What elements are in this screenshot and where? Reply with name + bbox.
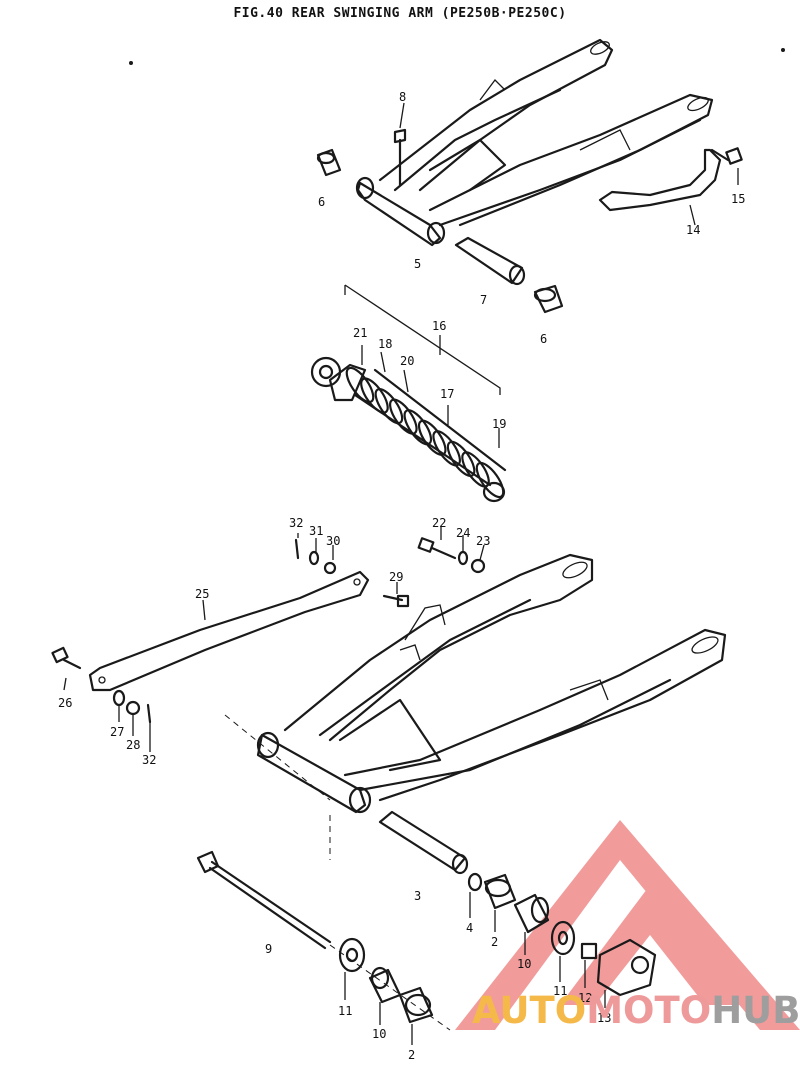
cap-13 [596, 938, 657, 997]
bushing-6-lower [533, 284, 564, 314]
watermark-logo [455, 820, 800, 1030]
watermark-text: AUTOMOTOHUB [472, 989, 800, 1032]
bolt-15 [710, 147, 743, 165]
label-8: 8 [399, 90, 406, 104]
bracket-14 [598, 148, 722, 212]
bushing-10-lower [368, 966, 402, 1004]
label-16: 16 [432, 319, 446, 333]
spring-coil [374, 387, 404, 425]
cotter-pin-32-lower [146, 703, 152, 724]
torque-rod-25 [88, 570, 370, 692]
label-7: 7 [480, 293, 487, 307]
label-18: 18 [378, 337, 392, 351]
upper-swing-arm [355, 38, 714, 247]
label-27: 27 [110, 725, 124, 739]
label-20: 20 [400, 354, 414, 368]
nut-12 [580, 942, 598, 960]
bolt-8 [393, 128, 407, 187]
shock-absorber [310, 284, 507, 503]
label-21: 21 [353, 326, 367, 340]
label-11-upper: 11 [553, 984, 567, 998]
label-28: 28 [126, 738, 140, 752]
nut-28 [125, 700, 141, 716]
label-12: 12 [578, 991, 592, 1005]
cotter-pin-32-upper [294, 538, 300, 560]
label-3: 3 [414, 889, 421, 903]
label-24: 24 [456, 526, 470, 540]
watermark-hub: HUB [711, 989, 800, 1032]
washer-24 [457, 550, 469, 566]
label-2-lower: 2 [408, 1048, 415, 1062]
label-25: 25 [195, 587, 209, 601]
label-31: 31 [309, 524, 323, 538]
washer-27 [112, 689, 126, 707]
label-17: 17 [440, 387, 454, 401]
label-23: 23 [476, 534, 490, 548]
label-30: 30 [326, 534, 340, 548]
bolt-22 [417, 537, 457, 560]
label-11-lower: 11 [338, 1004, 352, 1018]
svg-text:AUTOMOTOHUB: AUTOMOTOHUB [472, 989, 800, 1032]
collar-7 [454, 236, 526, 286]
bolt-29 [382, 594, 410, 608]
figure-title: FIG.40 REAR SWINGING ARM (PE250B·PE250C) [233, 6, 567, 21]
bushing-10-upper [513, 893, 550, 934]
bolt-26 [51, 646, 82, 670]
label-26: 26 [58, 696, 72, 710]
label-19: 19 [492, 417, 506, 431]
label-9: 9 [265, 942, 272, 956]
label-10-upper: 10 [517, 957, 531, 971]
nut-30 [323, 561, 337, 575]
spring-coil [345, 366, 375, 404]
lower-swing-arm [224, 553, 727, 860]
watermark-auto: AUTO [472, 989, 586, 1032]
ring-4 [467, 872, 483, 892]
label-6-upper: 6 [318, 195, 325, 209]
nut-23 [470, 558, 486, 574]
spring-coil [446, 440, 476, 478]
label-6-lower: 6 [540, 332, 547, 346]
watermark-moto: MOTO [586, 989, 711, 1032]
bushing-6-upper [316, 148, 342, 177]
spring-coil [360, 377, 389, 414]
label-13: 13 [597, 1011, 611, 1025]
bearing-2-upper [483, 873, 517, 910]
seal-11-upper [550, 920, 576, 956]
label-22: 22 [432, 516, 446, 530]
spacer-3 [378, 810, 469, 875]
label-29: 29 [389, 570, 403, 584]
part-labels: 8 6 15 14 5 7 6 16 21 18 20 17 19 32 31 … [58, 90, 745, 1062]
label-32-lower: 32 [142, 753, 156, 767]
label-4: 4 [466, 921, 473, 935]
pivot-bolt-9 [196, 850, 451, 1031]
washer-31 [308, 550, 320, 566]
label-15: 15 [731, 192, 745, 206]
label-10-lower: 10 [372, 1027, 386, 1041]
leader-lines [63, 102, 739, 1045]
label-32-upper: 32 [289, 516, 303, 530]
label-2-upper: 2 [491, 935, 498, 949]
bearing-2-lower [398, 986, 434, 1024]
label-5: 5 [414, 257, 421, 271]
seal-11-lower [338, 937, 366, 973]
label-14: 14 [686, 223, 700, 237]
spring-coil [389, 398, 418, 435]
